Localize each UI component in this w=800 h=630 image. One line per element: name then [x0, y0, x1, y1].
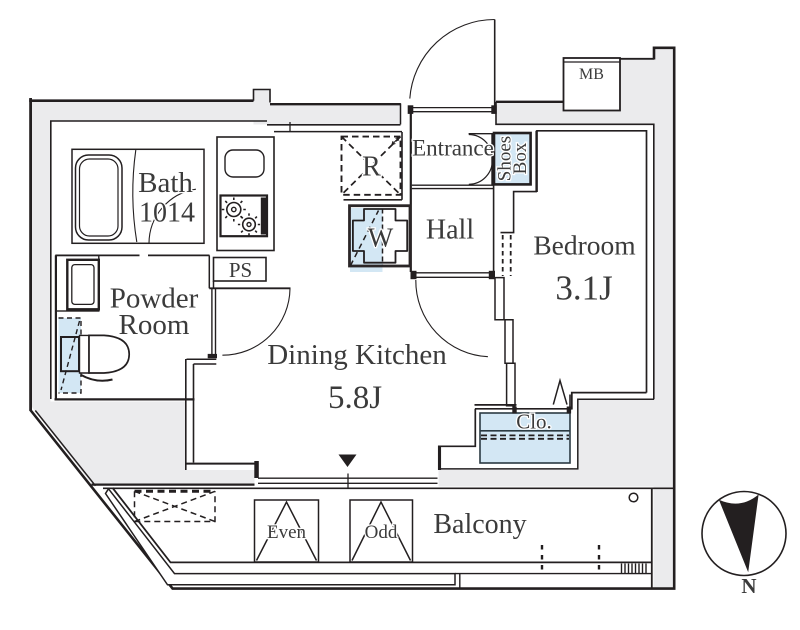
svg-text:Entrance: Entrance — [412, 136, 494, 161]
svg-text:Bedroom: Bedroom — [533, 230, 635, 261]
svg-text:W: W — [368, 223, 394, 253]
svg-text:Dining Kitchen: Dining Kitchen — [267, 339, 447, 371]
svg-text:Shoes: Shoes — [495, 136, 516, 181]
svg-text:MB: MB — [579, 66, 604, 83]
svg-text:R: R — [362, 152, 381, 183]
svg-text:Clo.: Clo. — [516, 410, 552, 434]
svg-text:5.8J: 5.8J — [328, 380, 382, 416]
svg-text:Even: Even — [267, 522, 307, 543]
svg-text:N: N — [741, 574, 756, 598]
svg-text:Room: Room — [119, 309, 190, 341]
svg-text:Odd: Odd — [365, 522, 398, 543]
svg-text:Balcony: Balcony — [433, 509, 526, 540]
svg-text:1014: 1014 — [139, 198, 195, 229]
svg-text:3.1J: 3.1J — [555, 269, 612, 308]
svg-text:Hall: Hall — [426, 215, 474, 246]
svg-text:Powder: Powder — [110, 283, 199, 315]
svg-text:Bath: Bath — [138, 167, 193, 199]
svg-text:PS: PS — [229, 258, 252, 282]
svg-text:Box: Box — [510, 142, 531, 174]
